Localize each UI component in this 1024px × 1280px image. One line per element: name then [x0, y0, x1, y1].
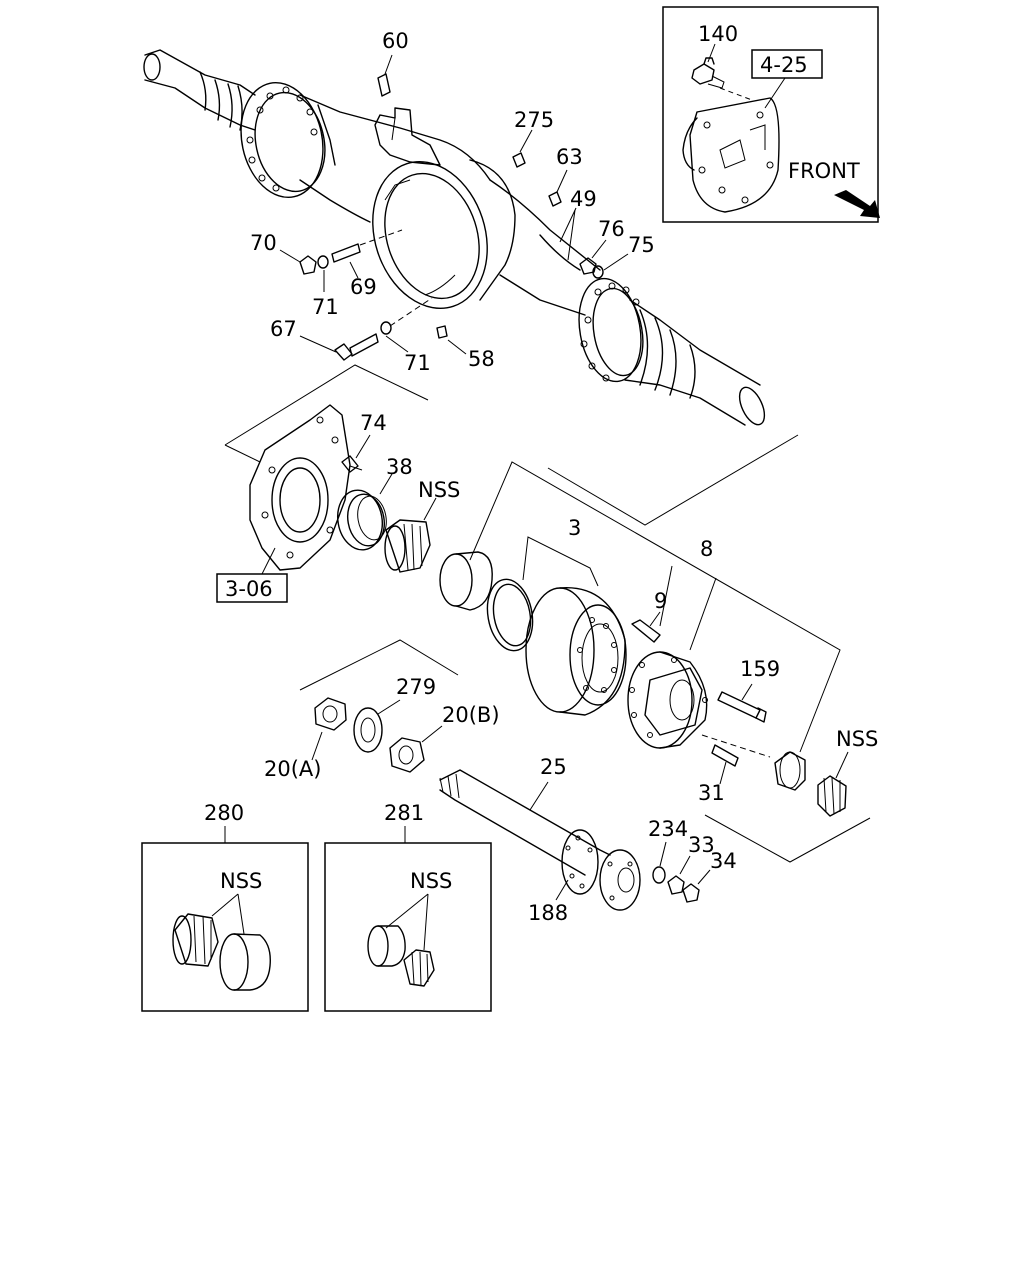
callout-20a: 20(A) — [264, 757, 321, 781]
callout-275: 275 — [514, 108, 554, 132]
ref-4-25: 4-25 — [760, 53, 808, 77]
nss-label-1: NSS — [418, 478, 460, 502]
callout-280: 280 — [204, 801, 244, 825]
callout-234: 234 — [648, 817, 688, 841]
nss-label-2: NSS — [836, 727, 878, 751]
axle-shaft-part-25 — [439, 769, 711, 911]
backing-plate-group — [216, 364, 871, 863]
axle-housing-part-49 — [143, 49, 766, 426]
callout-69: 69 — [350, 275, 377, 299]
callout-71-a: 71 — [312, 295, 339, 319]
callout-67: 67 — [270, 317, 297, 341]
callout-9: 9 — [654, 589, 667, 613]
callout-33: 33 — [688, 833, 715, 857]
callout-60: 60 — [382, 29, 409, 53]
callout-20b: 20(B) — [442, 703, 500, 727]
nut-washer-group — [299, 639, 459, 773]
box-281 — [324, 826, 492, 1012]
callout-71-b: 71 — [404, 351, 431, 375]
callout-140: 140 — [698, 22, 738, 46]
callout-76: 76 — [598, 217, 625, 241]
callout-63: 63 — [556, 145, 583, 169]
callout-188: 188 — [528, 901, 568, 925]
callout-159: 159 — [740, 657, 780, 681]
nss-label-4: NSS — [410, 869, 452, 893]
housing-hardware — [279, 54, 629, 361]
ref-3-06: 3-06 — [225, 577, 273, 601]
callout-8: 8 — [700, 537, 713, 561]
callout-74: 74 — [360, 411, 387, 435]
callout-labels: 60 140 4-25 FRONT 275 63 49 76 75 70 69 … — [204, 22, 878, 925]
front-arrow-icon — [834, 190, 880, 218]
front-label: FRONT — [788, 159, 860, 183]
inset-differential-view — [662, 6, 880, 223]
callout-49: 49 — [570, 187, 597, 211]
callout-75: 75 — [628, 233, 655, 257]
callout-38: 38 — [386, 455, 413, 479]
breather-part-140 — [691, 57, 725, 89]
callout-34: 34 — [710, 849, 737, 873]
callout-58: 58 — [468, 347, 495, 371]
callout-3: 3 — [568, 516, 581, 540]
callout-31: 31 — [698, 781, 725, 805]
callout-279: 279 — [396, 675, 436, 699]
callout-281: 281 — [384, 801, 424, 825]
nss-label-3: NSS — [220, 869, 262, 893]
callout-25: 25 — [540, 755, 567, 779]
box-280 — [141, 826, 309, 1012]
callout-70: 70 — [250, 231, 277, 255]
